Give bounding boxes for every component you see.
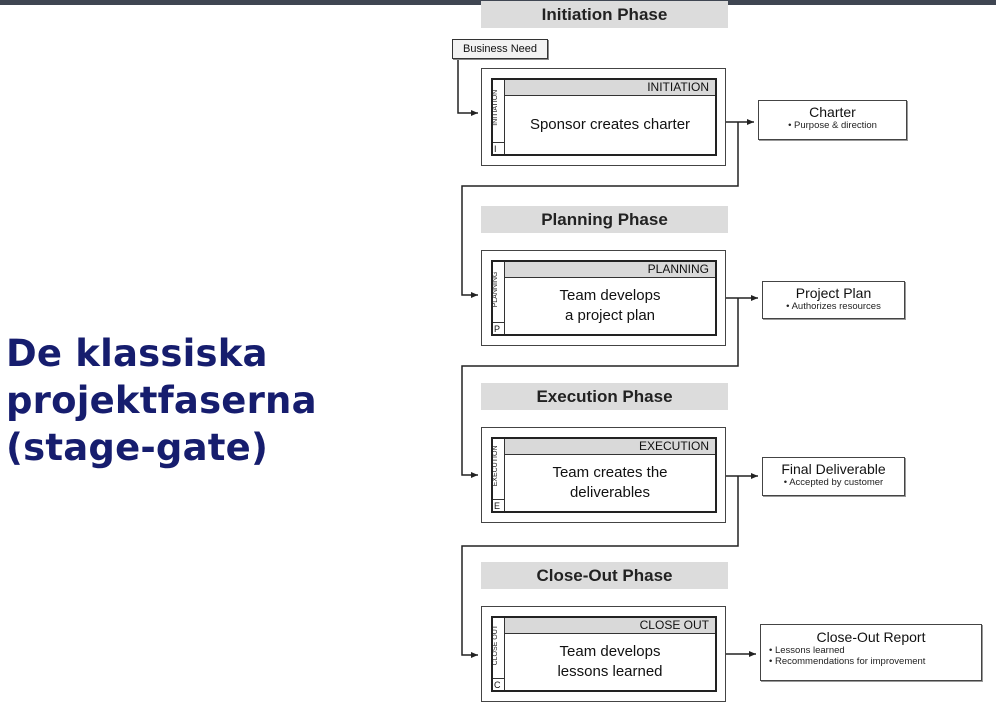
output-bullet: • Accepted by customer <box>783 477 884 488</box>
phase-box-planning: PLANNING P PLANNING Team develops a proj… <box>481 250 726 346</box>
phase-label: EXECUTION <box>505 439 715 455</box>
phase-header-initiation: Initiation Phase <box>481 1 728 28</box>
connector-planning-execution <box>461 298 739 478</box>
phase-box-execution: EXECUTION E EXECUTION Team creates the d… <box>481 427 726 523</box>
phase-side-label: CLOSE OUT <box>492 624 499 666</box>
business-need-box: Business Need <box>452 39 548 59</box>
phase-description: Team develops lessons learned <box>557 643 663 680</box>
output-bullet: • Authorizes resources <box>786 301 881 312</box>
phase-box-close-out: CLOSE OUT C CLOSE OUT Team develops less… <box>481 606 726 702</box>
phase-letter: I <box>493 142 504 154</box>
phase-description: Sponsor creates charter <box>529 116 691 133</box>
slide-title-line-1: De klassiska <box>6 332 268 375</box>
output-title: Close-Out Report <box>816 629 926 645</box>
output-project-plan: Project Plan • Authorizes resources <box>762 281 905 319</box>
phase-letter: C <box>493 678 504 690</box>
output-title: Project Plan <box>795 285 872 301</box>
phase-label: CLOSE OUT <box>505 618 715 634</box>
phase-sidebar: EXECUTION E <box>492 439 505 511</box>
phase-description: Team creates the deliverables <box>552 464 668 501</box>
output-title: Final Deliverable <box>781 461 886 477</box>
phase-letter: P <box>493 322 504 334</box>
phase-sidebar: PLANNING P <box>492 262 505 334</box>
connector-initiation-planning <box>461 122 739 298</box>
phase-sidebar: INITIATION I <box>492 80 505 154</box>
output-bullet: • Purpose & direction <box>788 120 877 131</box>
phase-label: INITIATION <box>505 80 715 96</box>
phase-header-close-out: Close-Out Phase <box>481 562 728 589</box>
phase-letter: E <box>493 499 504 511</box>
phase-side-label: PLANNING <box>492 271 499 308</box>
phase-header-planning: Planning Phase <box>481 206 728 233</box>
output-final-deliverable: Final Deliverable • Accepted by customer <box>762 457 905 496</box>
slide-title: De klassiska projektfaserna (stage-gate) <box>6 330 426 471</box>
phase-side-label: EXECUTION <box>492 445 499 487</box>
phase-side-label: INITIATION <box>492 89 499 126</box>
output-charter: Charter • Purpose & direction <box>758 100 907 140</box>
phase-inner-close-out: CLOSE OUT C CLOSE OUT Team develops less… <box>491 616 717 692</box>
slide-title-line-3: (stage-gate) <box>6 426 269 469</box>
phase-inner-execution: EXECUTION E EXECUTION Team creates the d… <box>491 437 717 513</box>
phase-inner-initiation: INITIATION I INITIATION Sponsor creates … <box>491 78 717 156</box>
output-bullet: • Lessons learned <box>769 645 845 656</box>
phase-label: PLANNING <box>505 262 715 278</box>
output-close-out-report: Close-Out Report • Lessons learned • Rec… <box>760 624 982 681</box>
phase-description: Team develops a project plan <box>559 287 661 324</box>
phase-sidebar: CLOSE OUT C <box>492 618 505 690</box>
connector-execution-closeout <box>461 476 739 658</box>
slide-title-line-2: projektfaserna <box>6 379 317 422</box>
phase-header-execution: Execution Phase <box>481 383 728 410</box>
phase-box-initiation: INITIATION I INITIATION Sponsor creates … <box>481 68 726 166</box>
connector-business-need <box>457 59 478 116</box>
output-title: Charter <box>809 104 856 120</box>
output-bullet: • Recommendations for improvement <box>769 656 926 667</box>
phase-inner-planning: PLANNING P PLANNING Team develops a proj… <box>491 260 717 336</box>
